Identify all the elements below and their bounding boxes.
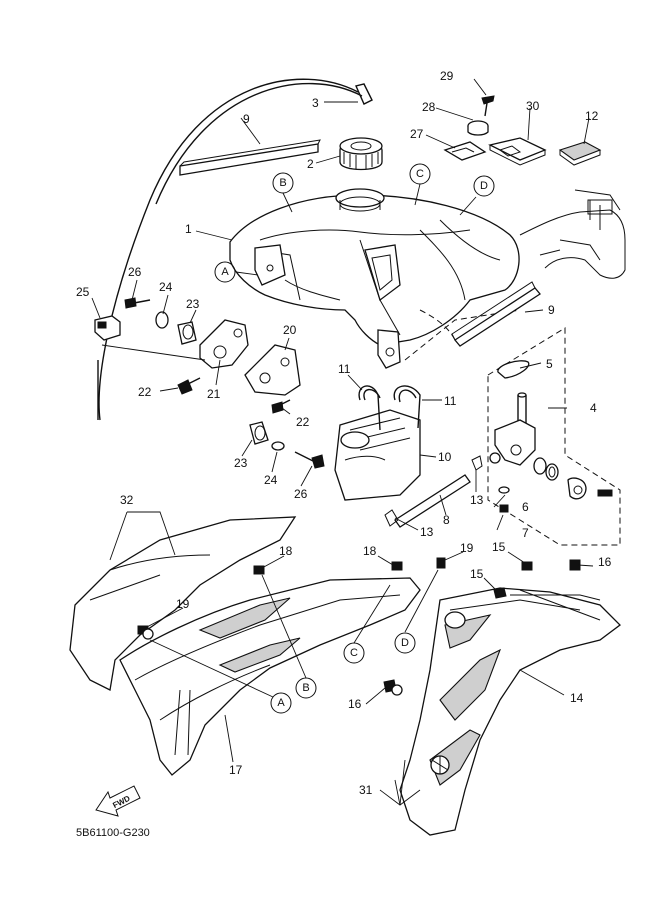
ref-letter-b-bottom: B: [302, 682, 309, 694]
ref-letter-d-top: D: [480, 180, 488, 192]
callout-19-right: 19: [460, 541, 474, 555]
part-12-pad: [558, 141, 602, 166]
callout-22-left: 22: [138, 385, 152, 399]
callout-24-center: 24: [264, 473, 278, 487]
part-30-bracket: [488, 137, 547, 166]
callout-5: 5: [546, 357, 553, 371]
callout-3: 3: [312, 96, 319, 110]
callout-15-center: 15: [470, 567, 484, 581]
callout-7: 7: [522, 526, 529, 540]
callout-27: 27: [410, 127, 424, 141]
callout-32: 32: [120, 493, 134, 507]
callout-6: 6: [522, 500, 529, 514]
ref-letter-c-top: C: [416, 168, 424, 180]
part-3-breather-hose: [97, 78, 373, 421]
drawing-code: 5B61100-G230: [76, 827, 150, 839]
callout-21: 21: [207, 387, 221, 401]
ref-letter-a-bottom: A: [277, 697, 285, 709]
callout-24-top: 24: [159, 280, 173, 294]
part-17-side-cover-left: [69, 516, 421, 776]
callout-26-top: 26: [128, 265, 142, 279]
part-11-band: [358, 385, 421, 431]
callout-1: 1: [185, 222, 192, 236]
callout-18-center: 18: [363, 544, 377, 558]
callout-11-left: 11: [338, 362, 351, 376]
callout-20: 20: [283, 323, 297, 337]
ref-letter-c-bottom: C: [350, 647, 358, 659]
hardware-center: [244, 344, 325, 469]
part-2-tank-cap: [339, 137, 383, 171]
callout-25: 25: [76, 285, 90, 299]
screws-lower: [137, 557, 581, 696]
callout-11-right: 11: [444, 394, 457, 408]
callout-22-center: 22: [296, 415, 310, 429]
callout-2: 2: [307, 157, 314, 171]
callout-19-left: 19: [176, 597, 190, 611]
part-27-28-29-fasteners: [443, 95, 495, 161]
fwd-arrow: FWD: [95, 785, 141, 817]
callout-10: 10: [438, 450, 452, 464]
callout-30: 30: [526, 99, 540, 113]
callout-29: 29: [440, 69, 454, 83]
ref-letter-a-top: A: [221, 266, 229, 278]
callout-9-top: 9: [243, 112, 250, 126]
part-8-fuel-hose: [384, 455, 483, 528]
part-4-fuel-cock-box: [487, 327, 621, 546]
callout-4: 4: [590, 401, 597, 415]
callout-9-right: 9: [548, 303, 555, 317]
callout-16-left: 16: [348, 697, 362, 711]
part-1-fuel-tank: [229, 188, 521, 369]
callout-17: 17: [229, 763, 243, 777]
leader-lines: [91, 78, 594, 806]
callout-26-center: 26: [294, 487, 308, 501]
callout-labels: 29 3 28 30 9 27 12 2 1 26 25 24 23 9 20 …: [76, 69, 612, 797]
fuel-cock: [489, 360, 613, 513]
callout-18-left: 18: [279, 544, 293, 558]
part-9-pad-top: [179, 139, 321, 176]
callout-13-right: 13: [470, 493, 484, 507]
callout-12: 12: [585, 109, 599, 123]
part-10-damper: [334, 409, 421, 501]
callout-15-right: 15: [492, 540, 506, 554]
callout-31: 31: [359, 783, 373, 797]
hardware-left: [94, 297, 249, 395]
part-14-side-cover-right: [399, 587, 621, 836]
callout-28: 28: [422, 100, 436, 114]
ref-letter-d-bottom: D: [401, 637, 409, 649]
callout-8: 8: [443, 513, 450, 527]
callout-16-right: 16: [598, 555, 612, 569]
callout-23-center: 23: [234, 456, 248, 470]
part-9-pad-right: [451, 281, 541, 347]
callout-14: 14: [570, 691, 584, 705]
ref-letter-b-top: B: [279, 177, 286, 189]
frame-fragment: [519, 189, 626, 279]
reference-letters: B C D A C D B A: [214, 163, 495, 714]
callout-23-top: 23: [186, 297, 200, 311]
callout-13-left: 13: [420, 525, 434, 539]
